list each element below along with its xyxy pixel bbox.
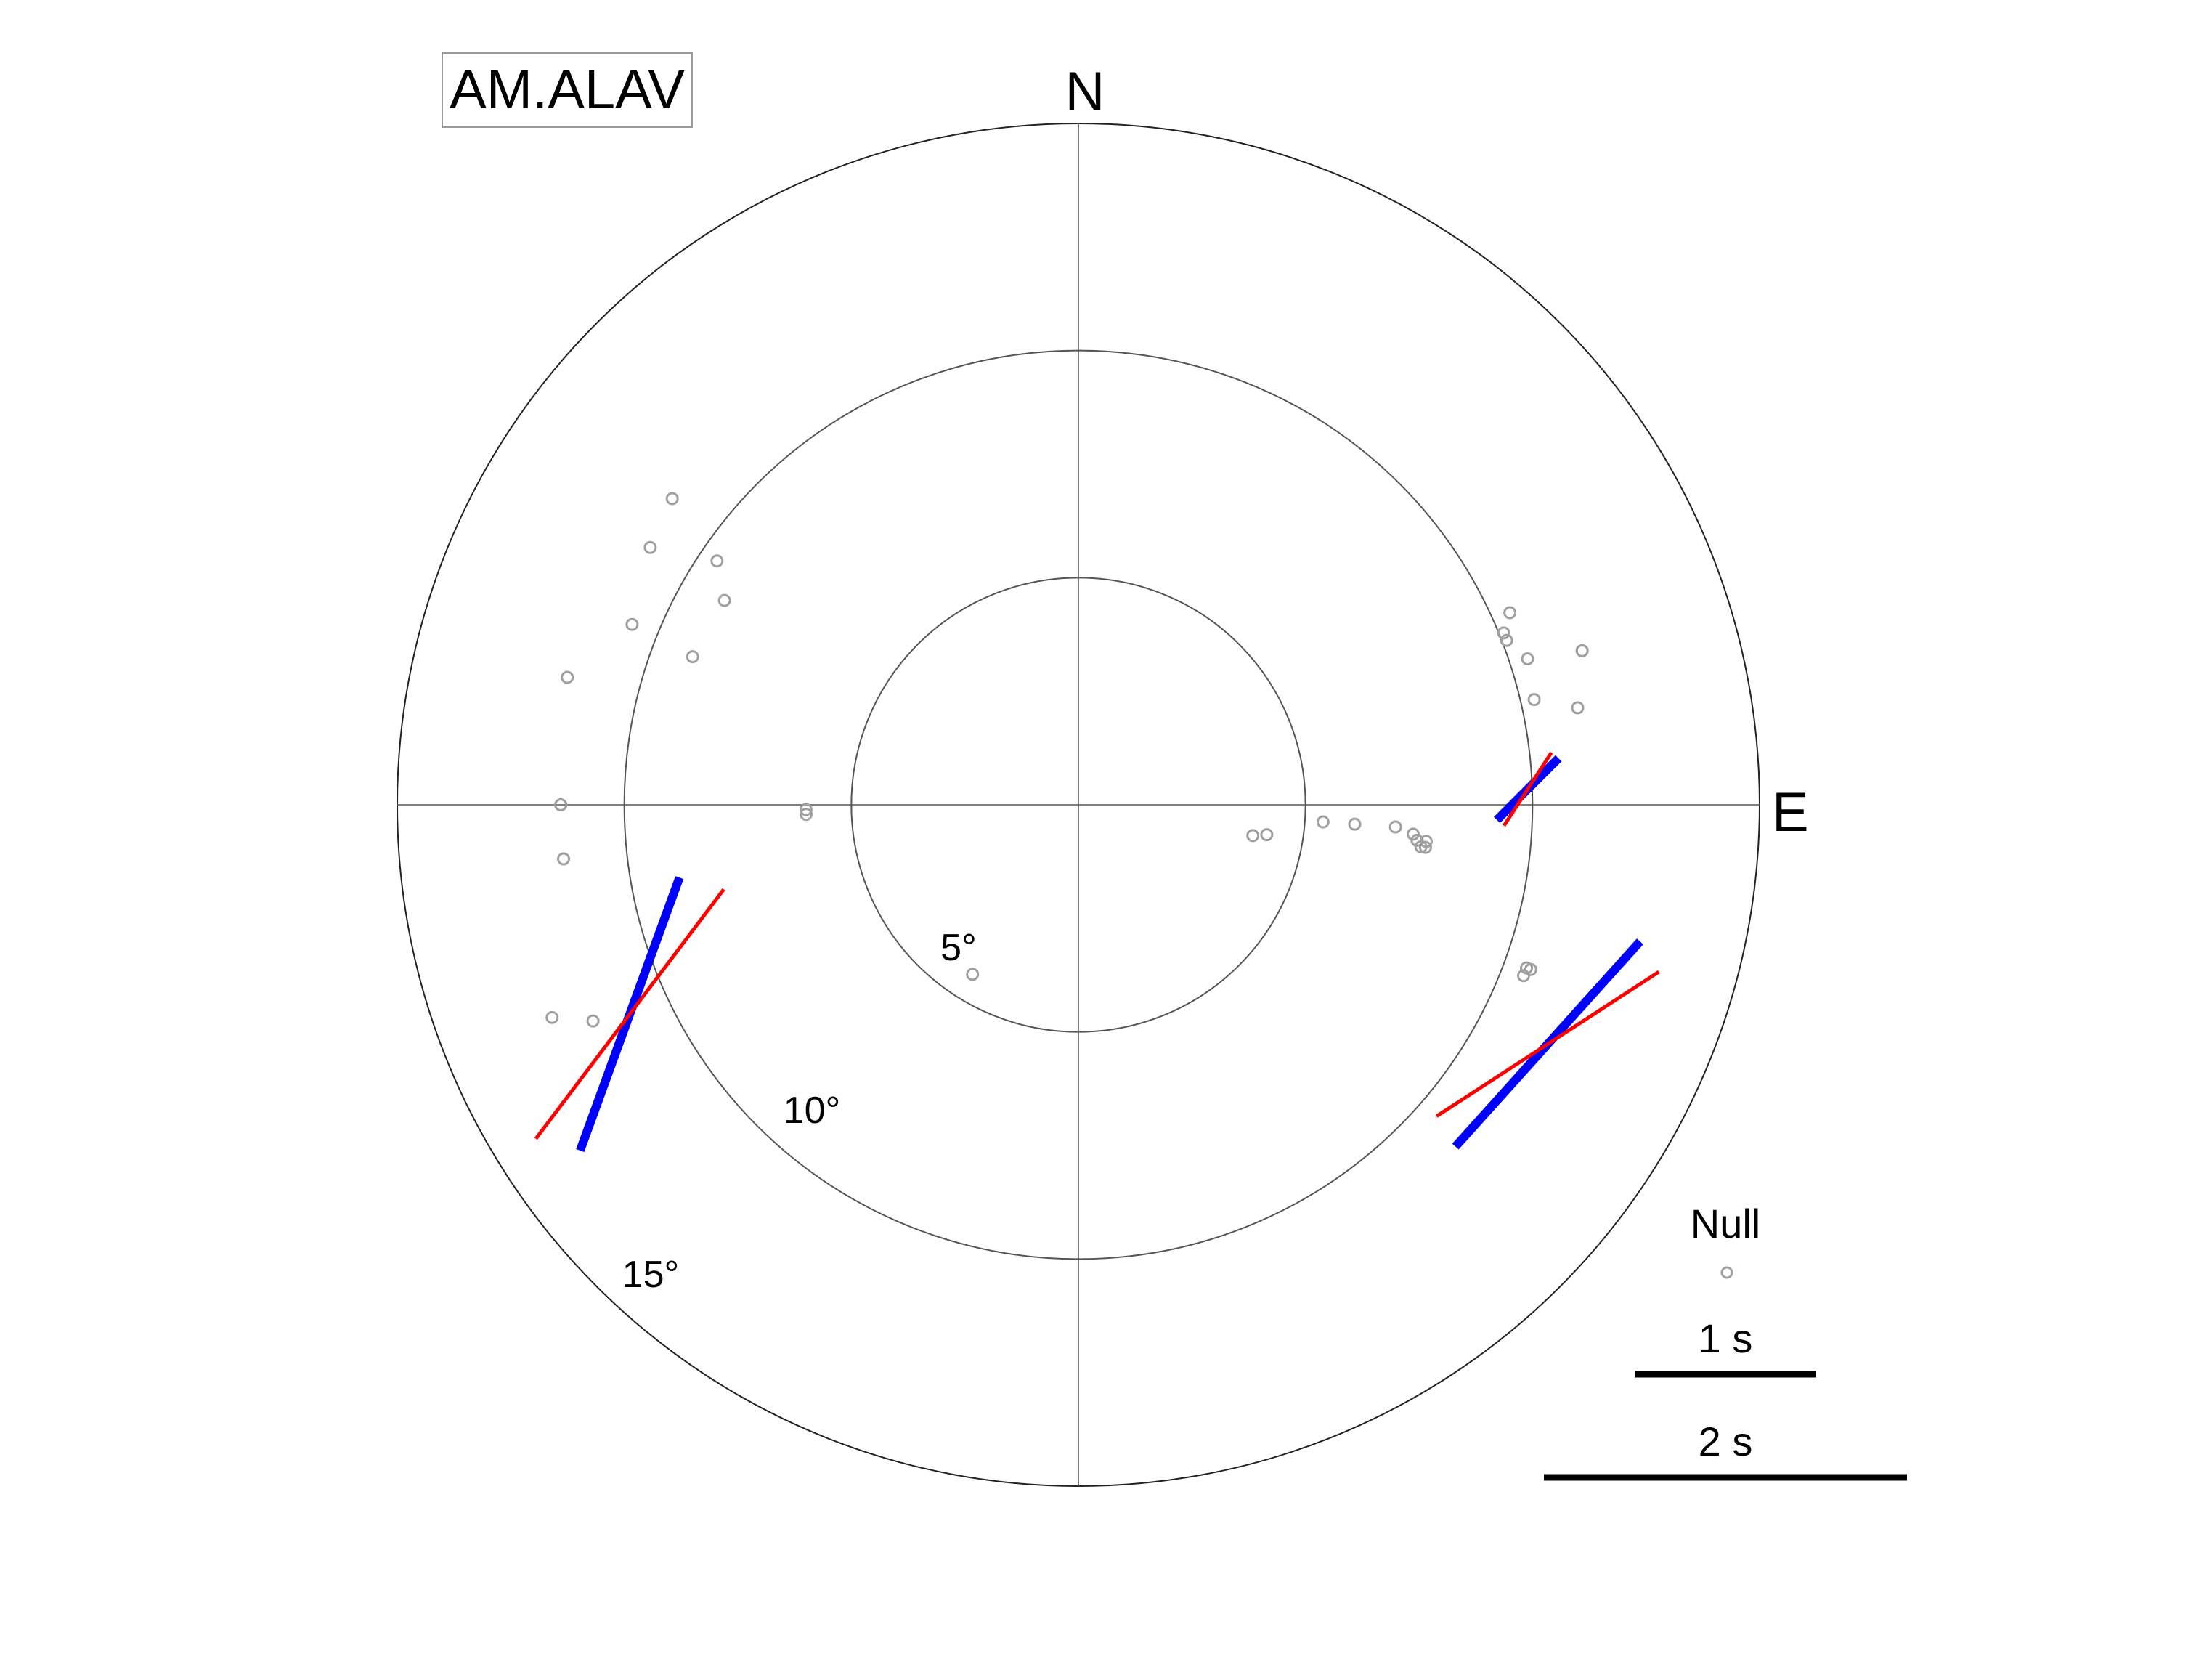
split-rotation-correlation bbox=[1435, 970, 1660, 1118]
null-marker bbox=[1388, 820, 1402, 834]
legend: Null 1 s 2 s bbox=[1544, 1201, 1907, 1481]
null-marker bbox=[1348, 817, 1362, 831]
null-marker bbox=[1410, 834, 1424, 848]
null-marker bbox=[1571, 701, 1585, 715]
legend-null-label: Null bbox=[1691, 1201, 1760, 1246]
split-rotation-correlation bbox=[534, 888, 725, 1140]
null-marker bbox=[665, 492, 679, 506]
split-rotation-correlation bbox=[1502, 751, 1553, 827]
null-marker bbox=[1500, 633, 1513, 647]
null-marker bbox=[1503, 606, 1517, 620]
null-marker bbox=[717, 593, 731, 607]
null-marker bbox=[1418, 840, 1432, 854]
station-name: AM.ALAV bbox=[442, 52, 693, 128]
north-label: N bbox=[1065, 61, 1105, 123]
ring-label-10: 10° bbox=[784, 1090, 841, 1132]
null-marker bbox=[710, 554, 724, 568]
null-marker bbox=[1316, 815, 1330, 829]
legend-scale-2s-label: 2 s bbox=[1699, 1419, 1753, 1464]
null-marker bbox=[1246, 829, 1260, 843]
null-marker bbox=[800, 808, 813, 822]
null-marker bbox=[643, 540, 657, 554]
ring-label-5: 5° bbox=[940, 927, 977, 969]
null-markers bbox=[545, 492, 1589, 1028]
null-marker bbox=[545, 1010, 559, 1024]
null-marker bbox=[561, 670, 574, 684]
null-marker bbox=[1260, 828, 1274, 842]
null-marker bbox=[1575, 644, 1589, 657]
null-marker bbox=[625, 617, 639, 631]
null-marker bbox=[966, 968, 980, 981]
east-label: E bbox=[1772, 782, 1809, 843]
ring-label-15: 15° bbox=[622, 1254, 680, 1296]
null-marker bbox=[557, 852, 571, 866]
legend-scale-1s-label: 1 s bbox=[1699, 1315, 1753, 1361]
null-marker bbox=[1521, 652, 1534, 666]
polar-grid bbox=[397, 123, 1760, 1487]
null-marker bbox=[1497, 626, 1510, 640]
null-marker bbox=[686, 650, 699, 664]
null-marker bbox=[799, 803, 813, 816]
null-marker bbox=[586, 1014, 600, 1028]
legend-null-marker bbox=[1720, 1266, 1733, 1279]
null-marker bbox=[1527, 693, 1541, 707]
split-sticks bbox=[534, 751, 1660, 1153]
null-marker bbox=[1524, 962, 1537, 976]
null-marker bbox=[554, 798, 568, 811]
null-marker bbox=[1414, 840, 1428, 853]
